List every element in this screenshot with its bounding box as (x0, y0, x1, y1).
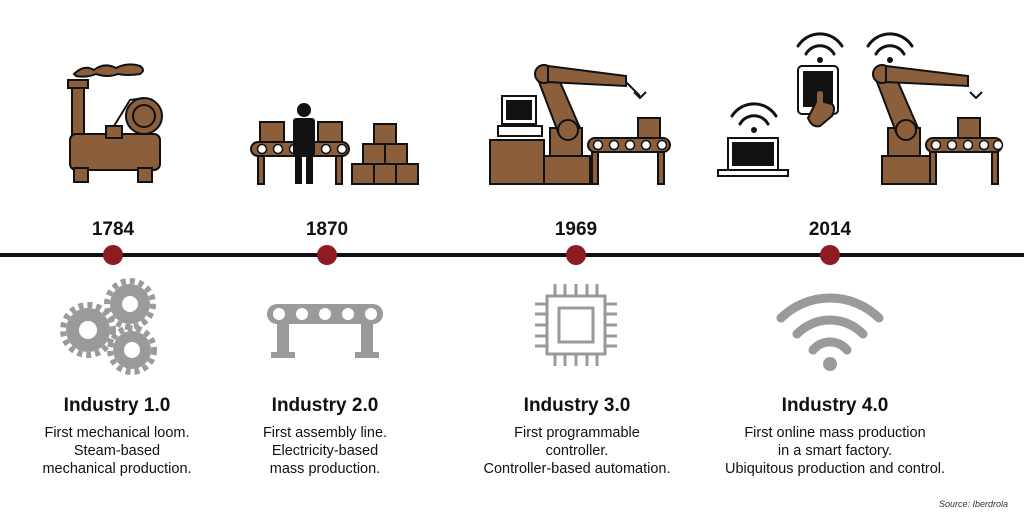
era-title: Industry 3.0 (523, 395, 631, 416)
era-description-line: First mechanical loom. (44, 425, 190, 441)
microchip-icon (535, 284, 617, 366)
wifi-icon (776, 293, 884, 371)
era-description-line: First programmable (514, 425, 640, 441)
year-label: 1784 (91, 219, 135, 240)
era-description-line: in a smart factory. (777, 443, 893, 459)
steam-engine-icon (67, 63, 163, 183)
era-title: Industry 1.0 (63, 395, 171, 416)
era-title: Industry 4.0 (781, 395, 889, 416)
timeline-axis (0, 253, 1024, 257)
assembly-line-icon (250, 103, 419, 185)
year-label: 1969 (554, 219, 598, 240)
robot-arm-computer-icon (489, 64, 671, 185)
era-description-line: mass production. (269, 461, 381, 477)
timeline-dot (566, 245, 586, 265)
era-title: Industry 2.0 (271, 395, 379, 416)
conveyor-icon (267, 304, 383, 358)
era-description-line: First online mass production (744, 425, 926, 441)
era-description: First programmable controller. Controlle… (447, 424, 707, 478)
timeline-dot (317, 245, 337, 265)
era-description-line: Controller-based automation. (483, 461, 671, 477)
era-description: First mechanical loom. Steam-based mecha… (0, 424, 247, 478)
year-label: 1870 (305, 219, 349, 240)
era-description-line: First assembly line. (262, 425, 388, 441)
source-credit: Source: Iberdrola (938, 499, 1008, 509)
year-label: 2014 (808, 219, 852, 240)
era-description-line: controller. (545, 443, 609, 459)
connected-factory-icon (717, 32, 1004, 185)
era-description-line: mechanical production. (42, 461, 192, 477)
era-description-line: Ubiquitous production and control. (724, 461, 946, 477)
gears-icon (60, 278, 157, 375)
era-description-line: Electricity-based (271, 443, 379, 459)
era-description: First online mass production in a smart … (705, 424, 965, 478)
era-description-line: Steam-based (73, 443, 161, 459)
era-description: First assembly line. Electricity-based m… (195, 424, 455, 478)
timeline-dot (103, 245, 123, 265)
timeline-dot (820, 245, 840, 265)
